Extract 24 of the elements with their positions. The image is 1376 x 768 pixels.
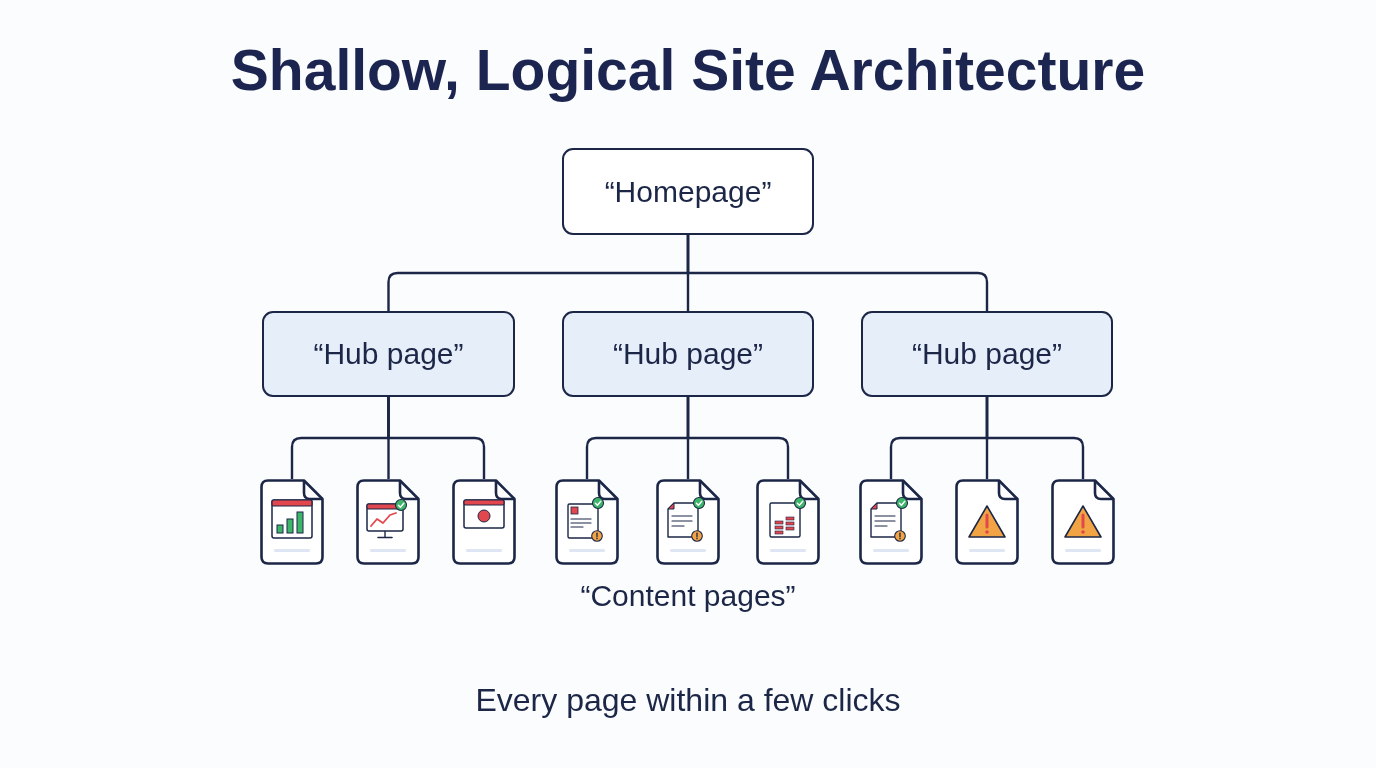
connector-line [387,397,486,479]
checked-page-icon [555,479,619,565]
hub-box [262,311,515,397]
diagram-title: Shallow, Logical Site Architecture [230,37,1146,104]
checked-page-icon [656,479,720,565]
warning-page-icon [955,479,1019,565]
node-label: “Hub page” [911,336,1063,373]
node-label: “Hub page” [313,336,464,373]
diagram-caption: Every page within a few clicks [475,681,901,720]
connector-line [686,235,989,311]
connector-line [985,397,1085,479]
hub-box [562,311,814,397]
node-label: “Hub page” [612,336,764,373]
trend-chart-page-icon [356,479,420,565]
checked-page-icon [756,479,820,565]
checked-page-icon [859,479,923,565]
browser-page-icon [452,479,516,565]
homepage-box [562,148,814,235]
group-label: “Content pages” [580,578,796,614]
hub-box [861,311,1113,397]
bar-chart-page-icon [260,479,324,565]
warning-page-icon [1051,479,1115,565]
connector-line [686,397,790,479]
node-label: “Homepage” [604,173,772,210]
